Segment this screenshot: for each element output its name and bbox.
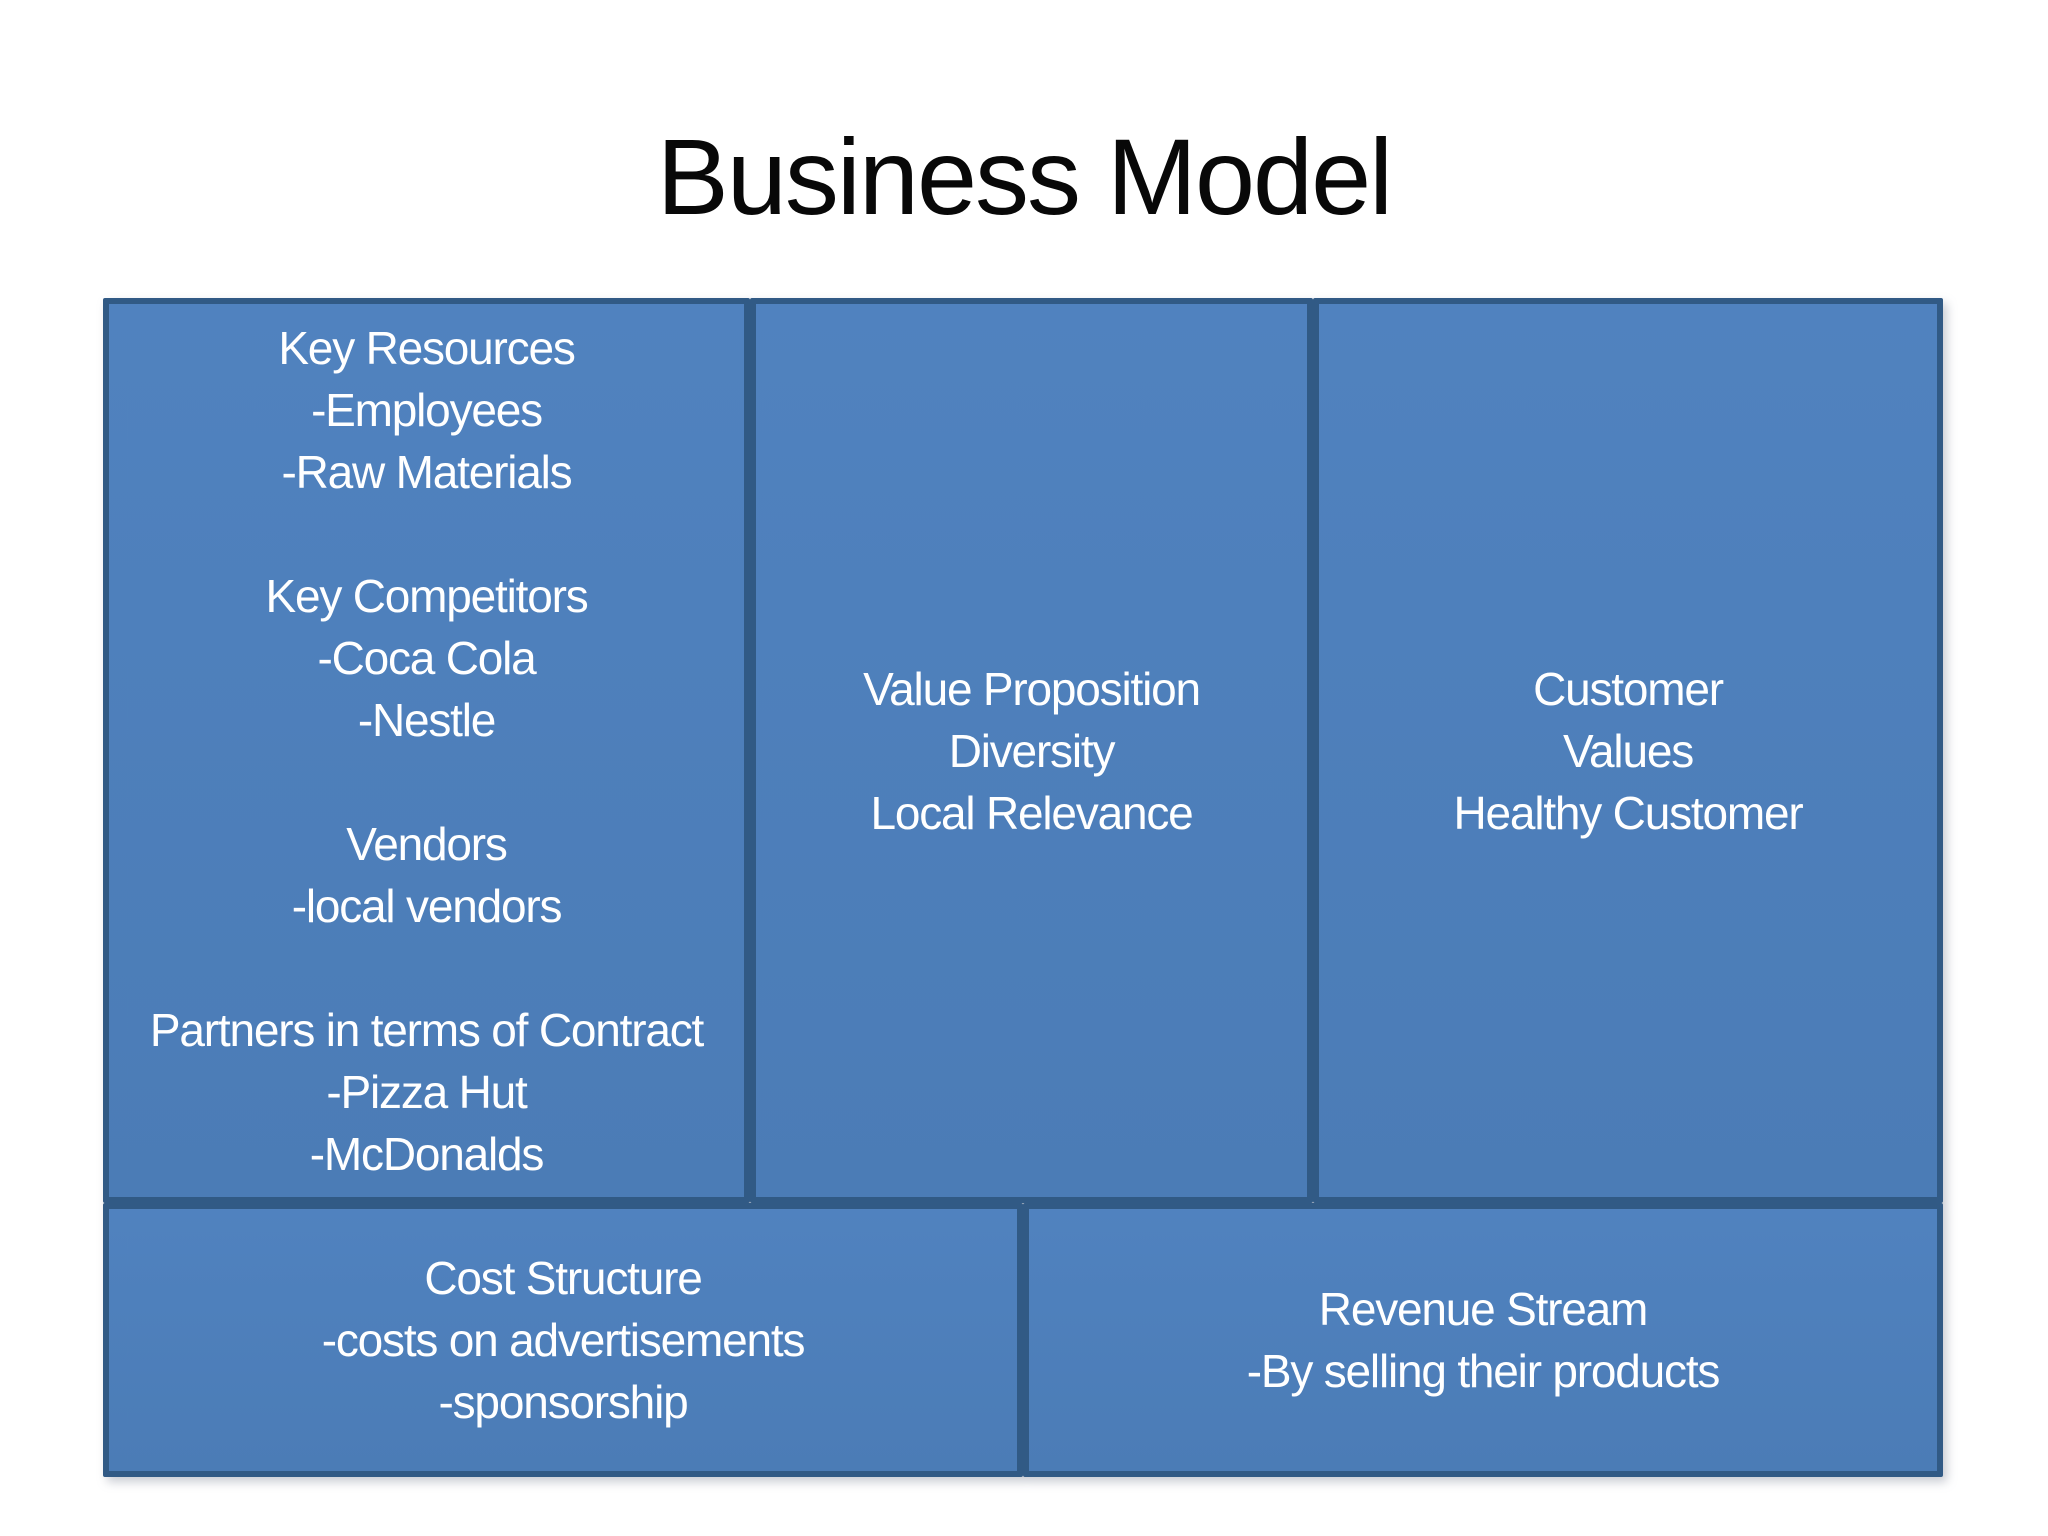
blank-line	[109, 937, 744, 999]
customer-values-line-1: Customer	[1533, 662, 1724, 715]
key-competitors-item-coca-cola: -Coca Cola	[317, 631, 536, 684]
blank-line	[109, 751, 744, 813]
partners-item-mcdonalds: -McDonalds	[309, 1127, 545, 1180]
box-value-proposition: Value Proposition Diversity Local Releva…	[750, 298, 1313, 1203]
slide-title: Business Model	[656, 116, 1393, 237]
value-proposition-item-local-relevance: Local Relevance	[870, 786, 1193, 839]
box-key-resources: Key Resources -Employees -Raw Materials …	[103, 298, 750, 1203]
customer-values-line-2: Values	[1562, 724, 1694, 777]
box-revenue-stream: Revenue Stream -By selling their product…	[1023, 1203, 1943, 1477]
cost-structure-item-advertisements: -costs on advertisements	[321, 1314, 806, 1366]
vendors-item-local-vendors: -local vendors	[291, 879, 563, 932]
cost-structure-item-sponsorship: -sponsorship	[438, 1376, 689, 1428]
cost-structure-heading: Cost Structure	[424, 1252, 702, 1304]
revenue-stream-item-selling-products: -By selling their products	[1246, 1345, 1721, 1397]
customer-item-healthy-customer: Healthy Customer	[1453, 786, 1804, 839]
revenue-stream-heading: Revenue Stream	[1318, 1283, 1649, 1335]
key-resources-item-employees: -Employees	[311, 383, 543, 436]
key-resources-item-raw-materials: -Raw Materials	[281, 445, 573, 498]
key-competitors-heading: Key Competitors	[265, 569, 588, 622]
partners-item-pizza-hut: -Pizza Hut	[326, 1065, 527, 1118]
box-customer-values: Customer Values Healthy Customer	[1313, 298, 1943, 1203]
vendors-heading: Vendors	[346, 817, 508, 870]
key-competitors-item-nestle: -Nestle	[357, 693, 497, 746]
key-resources-heading: Key Resources	[278, 321, 576, 374]
box-cost-structure: Cost Structure -costs on advertisements …	[103, 1203, 1023, 1477]
partners-heading: Partners in terms of Contract	[149, 1003, 704, 1056]
business-model-grid: Key Resources -Employees -Raw Materials …	[103, 298, 1943, 1477]
blank-line	[109, 503, 744, 565]
value-proposition-heading: Value Proposition	[863, 662, 1201, 715]
value-proposition-item-diversity: Diversity	[948, 724, 1116, 777]
